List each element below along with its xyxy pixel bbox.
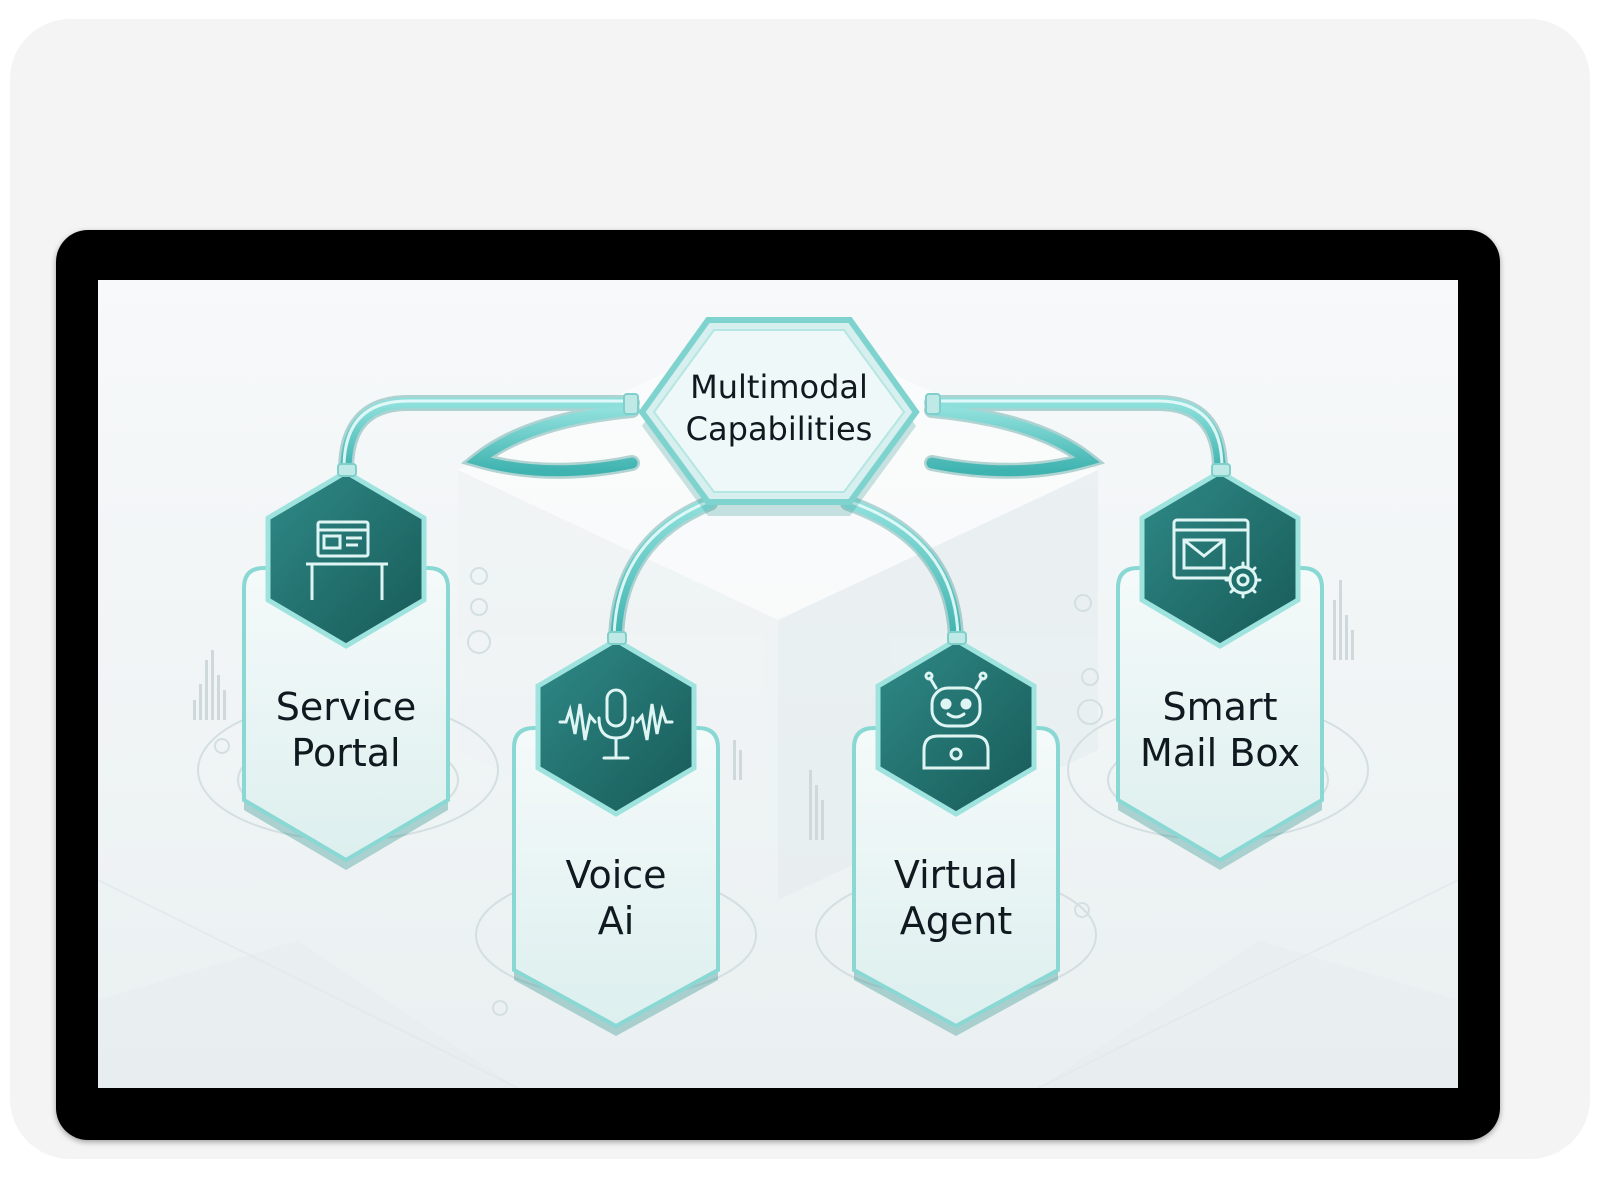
- pipe-service-portal-loop: [466, 404, 638, 477]
- pipe-smart-mail-box: [926, 397, 1226, 476]
- node-voice-ai-line1: Voice: [565, 853, 666, 897]
- node-virtual-agent-line1: Virtual: [894, 853, 1018, 897]
- hub-title-line2: Capabilities: [686, 410, 873, 448]
- pipe-voice-ai: [610, 497, 716, 646]
- diagram-canvas: Multimodal Capabilities Service Portal: [98, 280, 1458, 1088]
- microphone-waveform-icon: [558, 688, 674, 760]
- node-service-portal-line2: Portal: [291, 731, 400, 775]
- node-smart-mail-box-line2: Mail Box: [1140, 731, 1300, 775]
- hub-title-line1: Multimodal: [690, 368, 868, 406]
- pipe-joints: [337, 393, 1231, 645]
- decorative-bars: [193, 580, 1354, 840]
- hub-node: Multimodal Capabilities: [638, 317, 920, 516]
- pipe-smart-mail-box-loop: [926, 404, 1100, 477]
- node-virtual-agent: Virtual Agent: [852, 637, 1060, 1036]
- mail-gear-icon: [1172, 518, 1262, 599]
- node-service-portal-line1: Service: [276, 685, 416, 729]
- service-desk-icon: [306, 520, 388, 600]
- robot-icon: [922, 671, 990, 770]
- node-voice-ai-line2: Ai: [598, 899, 635, 943]
- node-smart-mail-box: Smart Mail Box: [1116, 469, 1324, 870]
- connector-pipes: [338, 395, 1228, 648]
- pipe-virtual-agent: [842, 497, 962, 646]
- pipe-service-portal: [340, 397, 638, 476]
- node-virtual-agent-line2: Agent: [900, 899, 1012, 943]
- diagram-screen: Multimodal Capabilities Service Portal: [98, 280, 1458, 1088]
- node-voice-ai: Voice Ai: [512, 637, 720, 1036]
- node-service-portal: Service Portal: [242, 469, 450, 870]
- node-smart-mail-box-line1: Smart: [1163, 685, 1278, 729]
